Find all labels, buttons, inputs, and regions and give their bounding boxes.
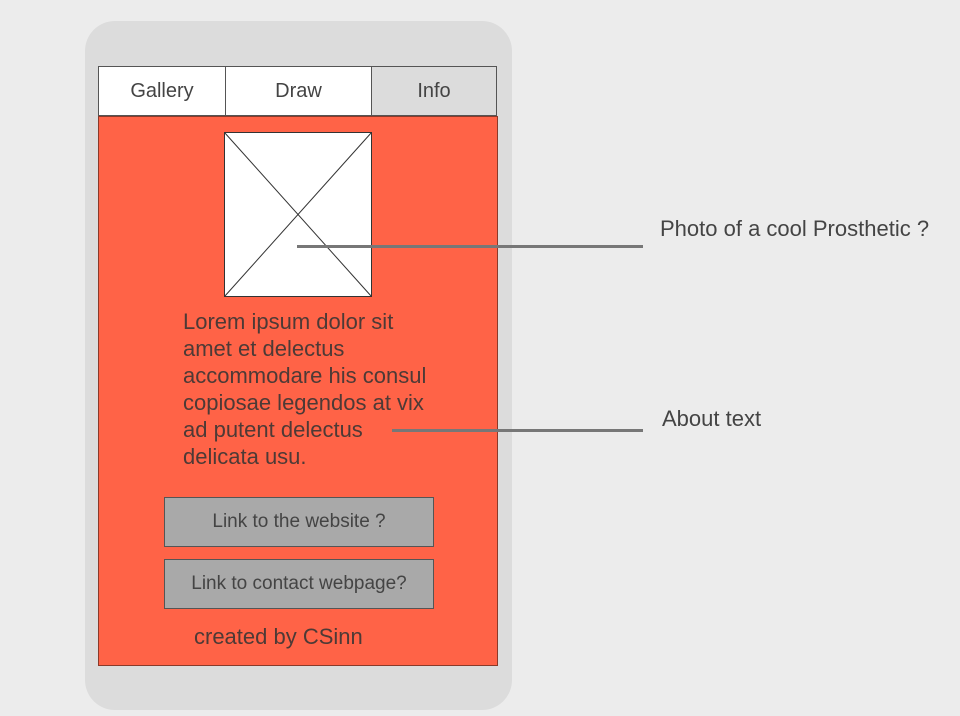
tab-gallery[interactable]: Gallery [98, 66, 226, 116]
photo-annotation-connector [297, 245, 643, 248]
tab-bar: Gallery Draw Info [98, 66, 498, 116]
about-text: Lorem ipsum dolor sit amet et delectus a… [183, 309, 427, 469]
photo-annotation-label: Photo of a cool Prosthetic ? [660, 216, 930, 241]
about-annotation-connector [392, 429, 643, 432]
footer-credit: created by CSinn [194, 624, 363, 649]
website-link-button[interactable]: Link to the website ? [164, 497, 434, 547]
contact-link-button[interactable]: Link to contact webpage? [164, 559, 434, 609]
tab-draw[interactable]: Draw [225, 66, 372, 116]
image-placeholder-icon [224, 132, 372, 297]
tab-info[interactable]: Info [371, 66, 497, 116]
about-annotation-label: About text [662, 406, 762, 431]
